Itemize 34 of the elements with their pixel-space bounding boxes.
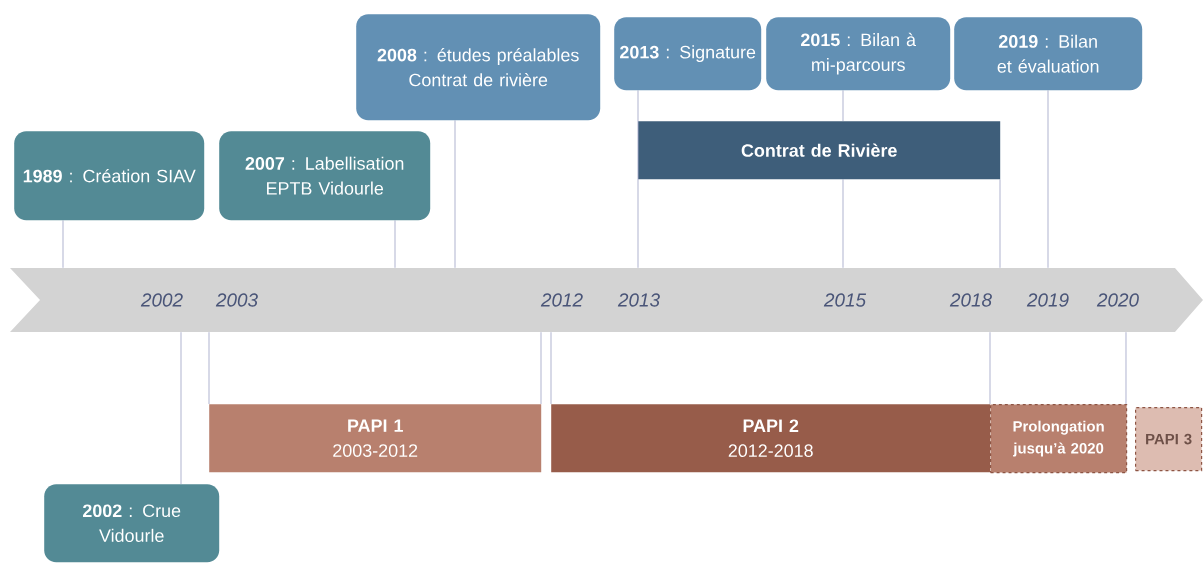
leader-line: [999, 179, 1001, 269]
year-label: 2015: [823, 293, 867, 307]
leader-line: [454, 120, 456, 269]
event-box: 2013 : Signature: [614, 17, 762, 91]
event-box: 2019 : Bilan et évaluation: [954, 17, 1143, 91]
event-box: 2007 : Labellisation EPTB Vidourle: [219, 131, 431, 221]
period-bar: Prolongation jusqu’à 2020: [990, 404, 1128, 474]
period-bar: PAPI 3: [1135, 407, 1203, 472]
year-label: 2012: [540, 293, 583, 307]
leader-line: [540, 331, 542, 405]
leader-line: [62, 220, 64, 269]
event-box: 2008 : études préalables Contrat de rivière: [356, 14, 601, 121]
year-label: 2019: [1026, 293, 1069, 307]
leader-line: [1047, 90, 1049, 269]
event-box: 2015 : Bilan à mi-parcours: [766, 17, 951, 91]
year-label: 2018: [949, 293, 992, 307]
leader-line: [394, 220, 396, 269]
period-bar: Contrat de Rivière: [638, 121, 1001, 180]
year-label: 2013: [617, 293, 660, 307]
period-bar: PAPI 2 2012-2018: [551, 404, 991, 473]
period-bar: PAPI 1 2003-2012: [209, 404, 542, 473]
leader-line: [1125, 331, 1127, 405]
leader-line: [180, 331, 182, 485]
leader-line: [842, 90, 844, 122]
leader-line: [842, 179, 844, 269]
leader-line: [989, 331, 991, 405]
leader-line: [637, 90, 639, 269]
year-label: 2020: [1096, 293, 1139, 307]
leader-line: [208, 331, 210, 405]
event-box: 2002 : Crue Vidourle: [44, 484, 220, 563]
year-label: 2003: [215, 293, 258, 307]
leader-line: [550, 331, 552, 405]
year-label: 2002: [140, 293, 183, 307]
event-box: 1989 : Création SIAV: [14, 131, 205, 221]
